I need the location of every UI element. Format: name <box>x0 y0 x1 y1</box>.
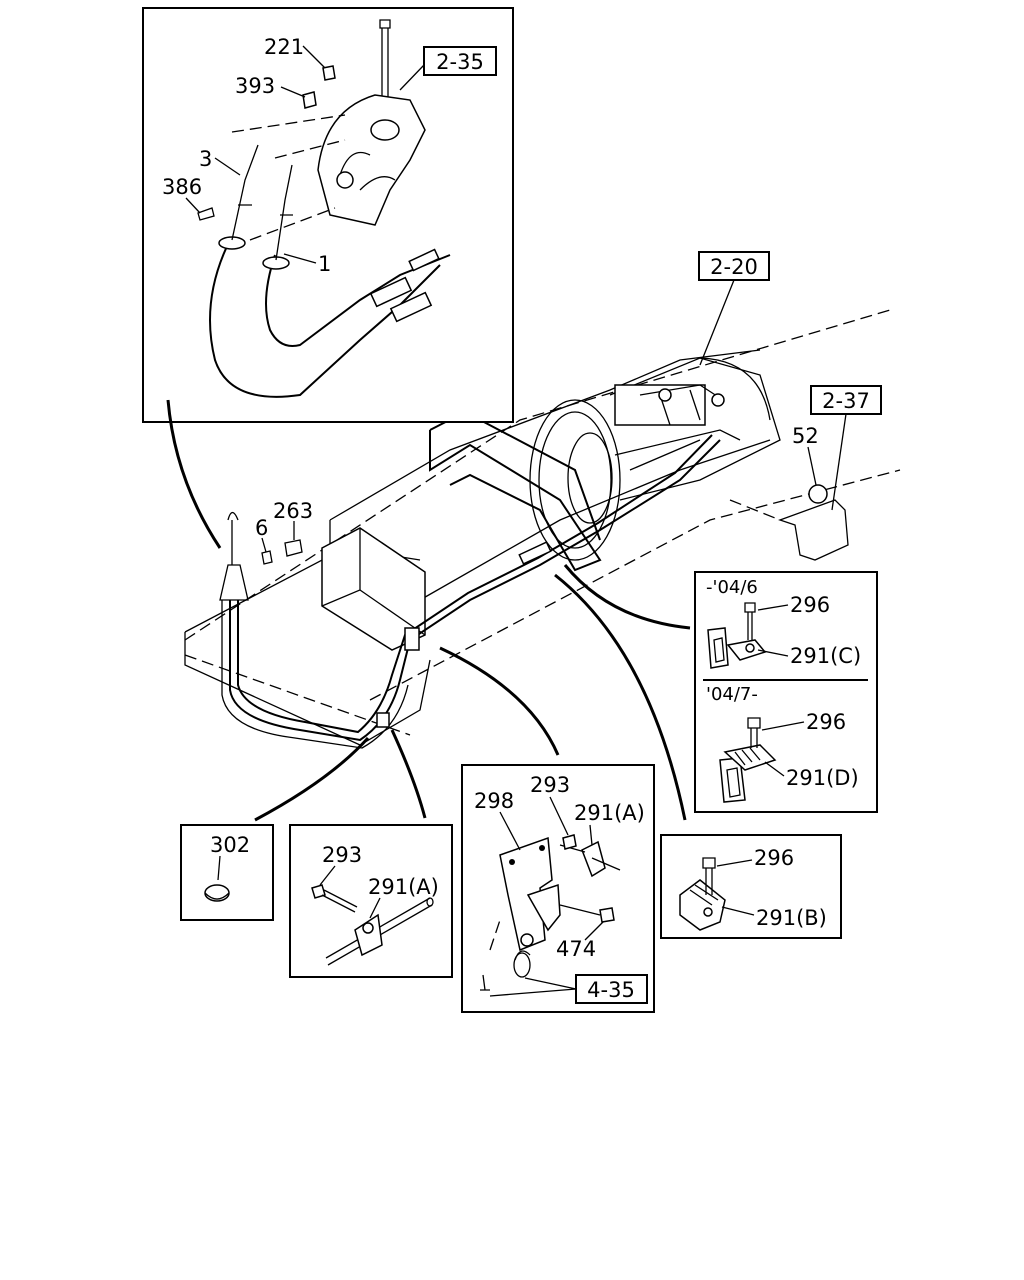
label-386: 386 <box>162 175 202 199</box>
label-393: 393 <box>235 74 275 98</box>
reference-2-37: 2-37 <box>810 385 882 511</box>
reference-2-35: 2-35 <box>399 46 497 91</box>
label-291c: 291(C) <box>790 644 861 668</box>
date-early: -'04/6 <box>706 577 758 598</box>
label-291a-mid: 291(A) <box>574 801 645 825</box>
label-6: 6 <box>255 516 268 540</box>
detail-panel-291c-291d: -'04/6 '04/7- 296 291(C) 296 291(D) <box>694 571 878 813</box>
detail-panel-291a-left: 293 291(A) <box>289 824 453 978</box>
label-293-mid: 293 <box>530 773 570 797</box>
part-labels: 221 393 3 386 1 263 6 52 <box>162 35 819 553</box>
label-263: 263 <box>273 499 313 523</box>
label-291d: 291(D) <box>786 766 859 790</box>
reference-4-35: 4-35 <box>587 978 635 1002</box>
callout-lines <box>166 399 691 822</box>
label-52: 52 <box>792 424 819 448</box>
label-302: 302 <box>210 833 250 857</box>
label-296-d: 296 <box>806 710 846 734</box>
reference-2-20: 2-20 <box>698 251 770 366</box>
svg-text:2-37: 2-37 <box>822 389 870 413</box>
label-293-left: 293 <box>322 843 362 867</box>
label-291b: 291(B) <box>756 906 827 930</box>
label-296-c: 296 <box>790 593 830 617</box>
label-296-b: 296 <box>754 846 794 870</box>
label-221: 221 <box>264 35 304 59</box>
svg-text:2-35: 2-35 <box>436 50 484 74</box>
date-late: '04/7- <box>706 684 758 705</box>
label-1: 1 <box>318 252 331 276</box>
shifter-detail-panel <box>142 7 514 423</box>
svg-text:2-20: 2-20 <box>710 255 758 279</box>
detail-panel-298: 298 293 291(A) 474 4-35 <box>461 764 655 1013</box>
label-474: 474 <box>556 937 596 961</box>
label-291a-left: 291(A) <box>368 875 439 899</box>
label-3: 3 <box>199 147 212 171</box>
detail-panel-302: 302 <box>180 824 274 921</box>
detail-panel-291b: 296 291(B) <box>660 834 842 939</box>
label-298: 298 <box>474 789 514 813</box>
